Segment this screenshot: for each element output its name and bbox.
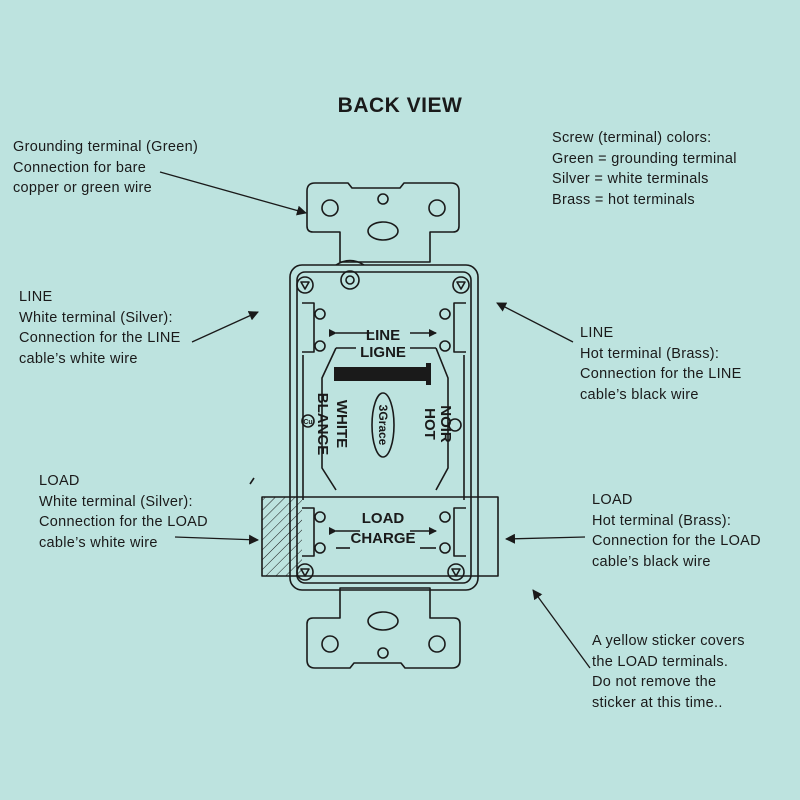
callout-line: Green = grounding terminal (552, 150, 737, 167)
brand-logo: 3Grace (376, 405, 390, 446)
callout-line: White terminal (Silver): (39, 493, 193, 510)
test-bar (334, 367, 428, 381)
top-center-strap-slot (367, 221, 399, 241)
bottom-mounting-strap (306, 587, 461, 669)
arrow-load-hot (505, 533, 586, 544)
label-noir: NOIR (437, 405, 454, 443)
callout-line: Brass = hot terminals (552, 191, 695, 208)
corner-screw-top-right (452, 276, 470, 294)
label-blance: BLANCE (314, 393, 331, 456)
arrow-line-hot (496, 302, 574, 343)
callout-line: Hot terminal (Brass): (592, 512, 732, 529)
callout-grounding: Grounding terminal (Green) Connection fo… (13, 137, 198, 199)
callout-load-white: LOAD White terminal (Silver): Connection… (39, 471, 208, 553)
ul-marking (448, 418, 462, 432)
callout-screw-colors: Screw (terminal) colors: Green = groundi… (552, 128, 737, 210)
callout-line: Silver = white terminals (552, 171, 709, 187)
top-right-strap-hole (428, 199, 446, 217)
receptacle-housing (289, 264, 479, 591)
bottom-left-strap-hole (321, 635, 339, 653)
top-center-strap-hole (377, 193, 389, 205)
callout-line: Connection for the LOAD (592, 533, 761, 549)
bottom-right-strap-hole (428, 635, 446, 653)
arrow-grounding (159, 171, 307, 216)
arrow-load-white (174, 534, 259, 545)
callout-line: A yellow sticker covers (592, 633, 745, 649)
callout-line: cable’s white wire (39, 534, 158, 551)
receptacle-inner-frame (296, 271, 472, 584)
arrow-sticker (532, 589, 591, 669)
ground-screw (340, 270, 360, 290)
callout-line: Screw (terminal) colors: (552, 130, 712, 146)
callout-line: cable’s black wire (580, 386, 699, 403)
bottom-center-strap-slot (367, 611, 399, 631)
label-load: LOAD (362, 510, 405, 527)
callout-line: copper or green wire (13, 180, 152, 196)
callout-line: Connection for the LINE (19, 330, 181, 346)
arrow-line-white (191, 311, 259, 343)
page-title: BACK VIEW (337, 94, 463, 117)
top-left-strap-hole (321, 199, 339, 217)
corner-screw-bottom-right (447, 563, 465, 581)
top-mounting-strap (306, 182, 460, 263)
callout-line: sticker at this time.. (592, 694, 723, 711)
label-white: WHITE (333, 400, 350, 448)
callout-line: LINE (19, 289, 53, 305)
callout-line-hot: LINE Hot terminal (Brass): Connection fo… (580, 323, 742, 405)
callout-line: Connection for the LOAD (39, 514, 208, 530)
callout-line-white: LINE White terminal (Silver): Connection… (19, 287, 181, 369)
cu-marking (301, 414, 315, 428)
label-ligne: LIGNE (360, 344, 406, 361)
callout-line: White terminal (Silver): (19, 309, 173, 326)
callout-line: LOAD (592, 492, 633, 508)
callout-sticker: A yellow sticker covers the LOAD termina… (592, 631, 745, 713)
callout-line: LOAD (39, 473, 80, 489)
callout-line: Hot terminal (Brass): (580, 345, 720, 362)
callout-line: Grounding terminal (Green) (13, 139, 199, 155)
callout-line: cable’s white wire (19, 350, 138, 367)
sticker-hatch (262, 497, 302, 576)
brand-oval (371, 392, 395, 458)
callout-load-hot: LOAD Hot terminal (Brass): Connection fo… (592, 490, 761, 572)
corner-screw-top-left (296, 276, 314, 294)
callout-line: LINE (580, 325, 614, 341)
callout-line: Connection for the LINE (580, 366, 742, 382)
callout-line: cable’s black wire (592, 553, 711, 570)
label-charge: CHARGE (350, 530, 415, 547)
label-cu: Cu (303, 419, 312, 426)
label-line: LINE (366, 327, 400, 344)
callout-line: Do not remove the (592, 674, 717, 690)
callout-line: the LOAD terminals. (592, 653, 729, 670)
bottom-center-strap-hole (377, 647, 389, 659)
callout-line: Connection for bare (13, 159, 147, 176)
label-hot: HOT (421, 408, 438, 440)
